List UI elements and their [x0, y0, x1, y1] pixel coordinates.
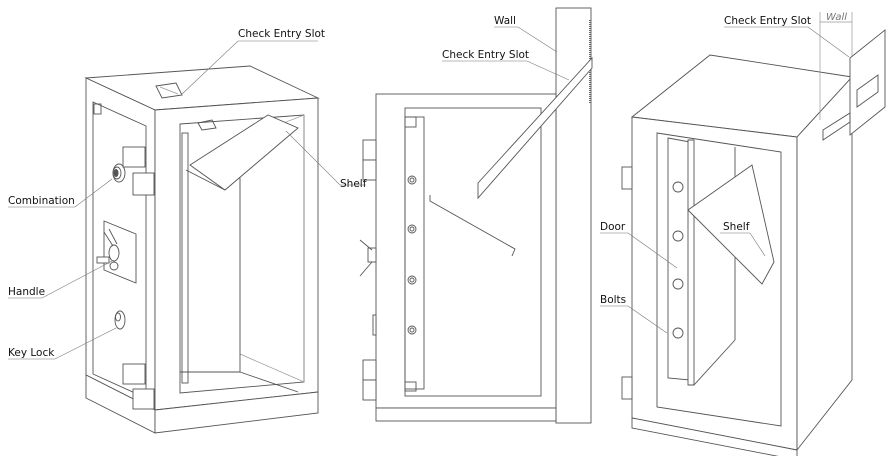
left-safe-view: [8, 40, 366, 434]
label-wall-dimension: Wall: [826, 12, 847, 23]
key-lock: [114, 310, 126, 330]
shelf: [189, 114, 299, 191]
handle-plate: [103, 220, 137, 284]
label-left-shelf: Shelf: [340, 178, 367, 190]
right-shelf: [687, 164, 775, 285]
top-check-slot: [155, 82, 183, 99]
check-entry-chute: [477, 56, 593, 200]
middle-shelf: [429, 195, 516, 257]
middle-slot-leader: [442, 60, 570, 81]
label-right-shelf: Shelf: [723, 221, 750, 233]
wall-leader: [494, 26, 558, 53]
right-safe-view: [600, 12, 886, 456]
label-door: Door: [600, 221, 626, 233]
label-bolts: Bolts: [600, 294, 626, 306]
handle: [96, 228, 120, 271]
label-middle-check-entry-slot: Check Entry Slot: [442, 49, 529, 61]
safe-body: [375, 93, 557, 409]
middle-handle: [359, 239, 377, 277]
label-combination: Combination: [8, 195, 75, 207]
label-left-check-entry-slot: Check Entry Slot: [238, 28, 325, 40]
label-key-lock: Key Lock: [8, 347, 55, 359]
middle-safe-view: [359, 7, 593, 424]
label-handle: Handle: [8, 286, 45, 298]
door: [687, 139, 695, 386]
hinge-bottom: [122, 363, 155, 410]
combination-dial: [112, 163, 126, 183]
hinge-top: [122, 146, 155, 196]
wall: [555, 7, 592, 424]
label-wall: Wall: [494, 15, 516, 27]
bolts: [407, 175, 417, 335]
label-right-check-entry-slot: Check Entry Slot: [724, 15, 811, 27]
